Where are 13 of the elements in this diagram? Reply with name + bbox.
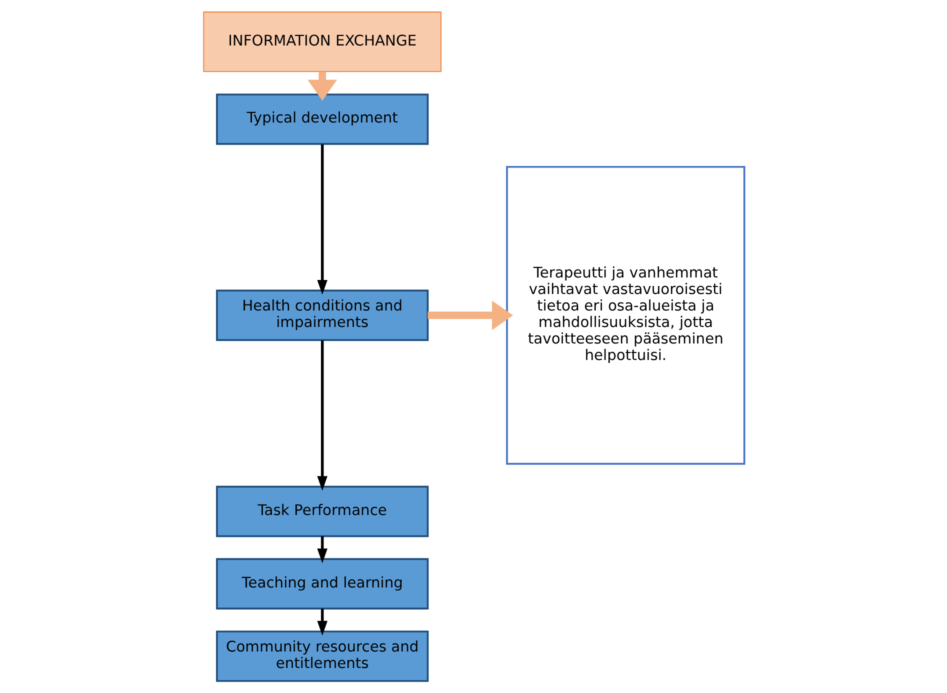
arrow <box>316 536 327 564</box>
arrow <box>316 608 327 636</box>
node-box: Teaching and learning <box>216 558 428 610</box>
arrow <box>427 300 513 330</box>
arrow <box>316 340 327 491</box>
node-box: Task Performance <box>216 486 428 538</box>
node-box: INFORMATION EXCHANGE <box>202 12 441 72</box>
node-box: Health conditions and impairments <box>216 290 428 341</box>
arrow <box>307 72 337 101</box>
node-box: Terapeutti ja vanhemmat vaihtavat vastavuoroisesti tietoa eri osa-alueista ja mahdollisuuksista, jotta tavoitteeseen pääseminen helpottuisi. <box>506 166 745 465</box>
arrow <box>316 144 327 295</box>
node-box: Typical development <box>216 94 428 145</box>
node-box: Community resources and entitlements <box>216 630 428 682</box>
